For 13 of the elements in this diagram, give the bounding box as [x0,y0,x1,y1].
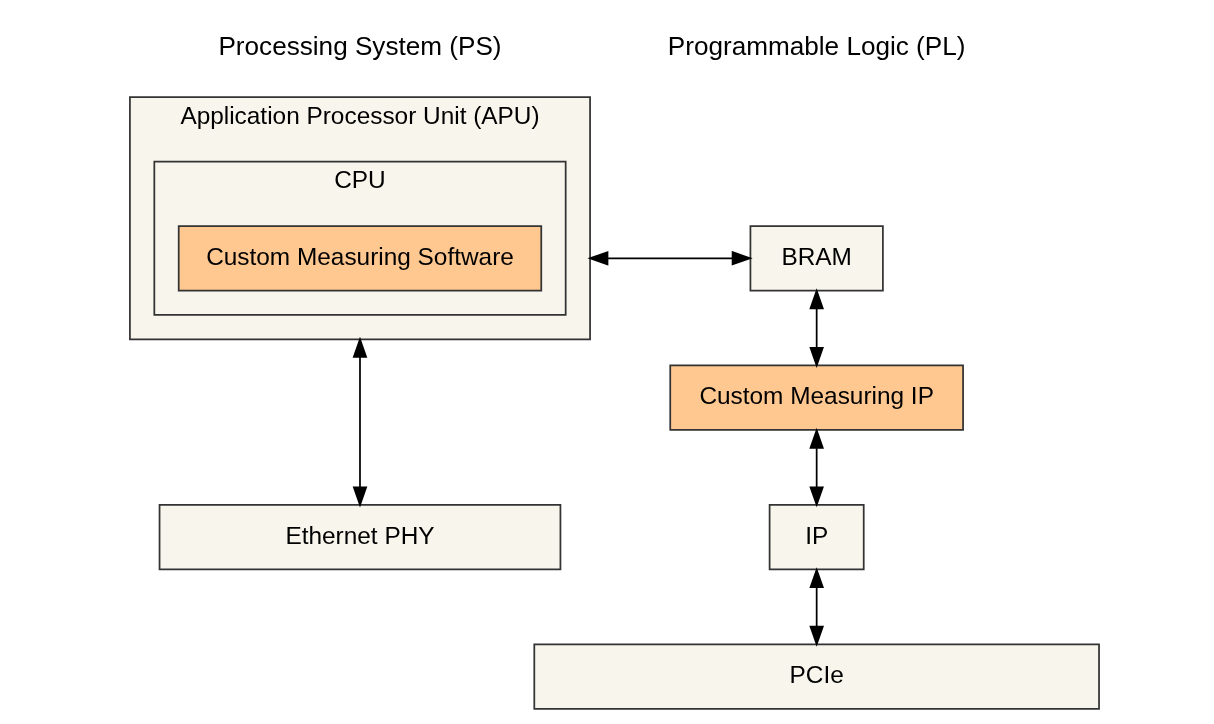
arrow [808,288,824,368]
node-box: IP [768,504,865,571]
node-box: Custom Measuring Software [177,225,542,292]
label: Programmable Logic (PL) [667,31,965,62]
arrow [352,336,367,508]
node-box: Custom Measuring IP [668,364,964,431]
label: Processing System (PS) [217,31,502,62]
arrow [808,427,824,508]
node-box: Ethernet PHY [158,504,561,571]
arrow [808,567,824,647]
arrow [586,250,753,266]
node-box: PCIe [532,643,1100,710]
node-box: BRAM [749,225,884,292]
